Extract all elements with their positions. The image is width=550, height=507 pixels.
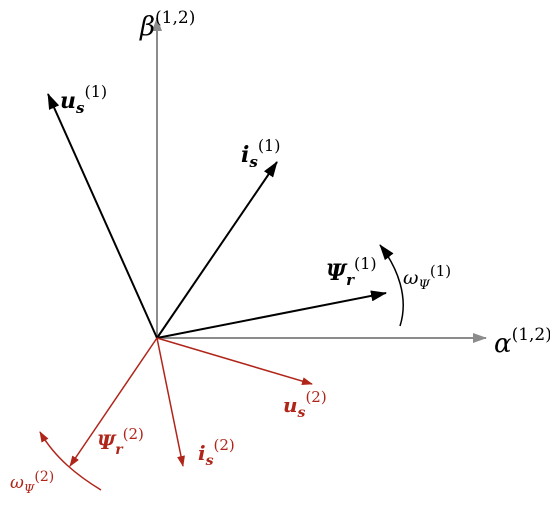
vector-psir1: [156, 290, 387, 339]
label-psir1: Ψr(1): [326, 254, 377, 289]
label-us2: us(2): [283, 388, 327, 421]
alpha-axis-label: α(1,2): [494, 325, 550, 359]
vector-us2: [156, 337, 313, 385]
label-omega1: ωΨ(1): [403, 262, 451, 293]
vector-psir2: [69, 337, 158, 467]
label-us1: us(1): [60, 82, 107, 117]
beta-axis-label: β(1,2): [139, 8, 195, 42]
rotation-arc-2: [39, 431, 102, 491]
label-psir2: Ψr(2): [97, 425, 144, 458]
vector-is2: [156, 337, 185, 467]
label-is1: is(1): [241, 136, 280, 171]
vector-is1: [156, 161, 278, 339]
label-is2: is(2): [198, 436, 235, 469]
rotation-arc-1: [379, 244, 404, 327]
label-omega2: ωΨ(2): [10, 469, 54, 496]
vector-us1: [47, 93, 158, 339]
